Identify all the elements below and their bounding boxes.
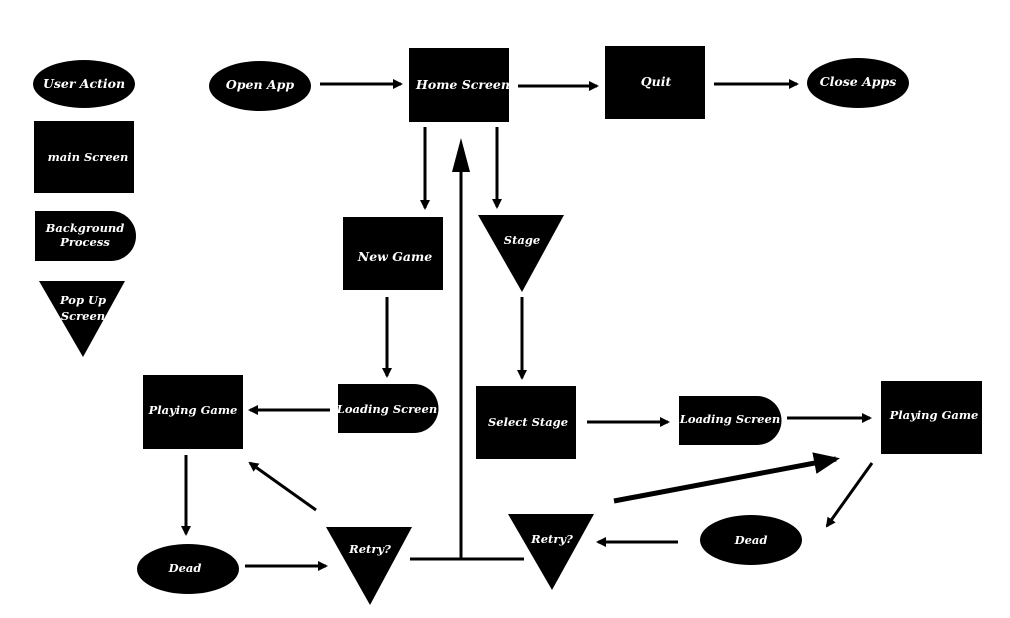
node-retry-right (508, 514, 594, 590)
node-open-app-label: Open App (226, 77, 294, 92)
node-stage (478, 215, 564, 292)
node-select-stage-label: Select Stage (488, 415, 568, 429)
node-playing-game-left-label: Playing Game (148, 403, 238, 417)
node-stage-label: Stage (504, 233, 540, 247)
node-loading-screen-right (679, 396, 782, 445)
arrow-playing-to-dead-right (825, 462, 874, 528)
node-loading-screen-right-label: Loading Screen (679, 412, 780, 426)
node-dead-right-label: Dead (734, 533, 768, 547)
connectors (181, 79, 874, 571)
node-retry-left (326, 527, 412, 605)
node-loading-screen-left (338, 384, 439, 433)
node-playing-game-left (143, 375, 243, 449)
node-home-screen-label: Home Screen (415, 77, 510, 92)
node-playing-game-right-label: Playing Game (889, 408, 979, 422)
node-dead-right (700, 515, 802, 565)
legend-background-process-label-2: Process (59, 235, 110, 249)
node-retry-right-label: Retry? (530, 532, 573, 546)
legend-background-process-shape (35, 211, 136, 261)
legend-popup-shape (39, 281, 125, 357)
node-close-apps (807, 58, 909, 108)
node-home-screen (409, 48, 509, 122)
legend-popup-label-2: Screen (61, 309, 105, 323)
node-dead-left-label: Dead (168, 561, 202, 575)
node-loading-screen-left-label: Loading Screen (336, 402, 437, 416)
node-close-apps-label: Close Apps (820, 74, 897, 89)
node-retry-left-label: Retry? (348, 542, 391, 556)
node-open-app (209, 61, 311, 111)
legend-user-action-shape (33, 60, 135, 108)
node-new-game-label: New Game (357, 249, 432, 264)
legend-main-screen-label: main Screen (48, 150, 129, 164)
arrow-retry-to-home-head (452, 138, 470, 172)
legend-popup-label-1: Pop Up (59, 293, 106, 307)
legend-user-action-label: User Action (43, 76, 125, 91)
node-quit (605, 46, 705, 119)
legend-main-screen-shape (34, 121, 134, 193)
arrow-retry-to-playing-right (613, 452, 840, 504)
node-dead-left (137, 544, 239, 594)
arrow-retry-to-playing-left (248, 461, 317, 512)
node-select-stage (476, 386, 576, 459)
node-playing-game-right (881, 381, 982, 454)
node-new-game (343, 217, 443, 290)
node-quit-label: Quit (641, 74, 672, 89)
legend-background-process-label-1: Background (45, 221, 125, 235)
legend: User Action main Screen Background Proce… (33, 60, 136, 357)
